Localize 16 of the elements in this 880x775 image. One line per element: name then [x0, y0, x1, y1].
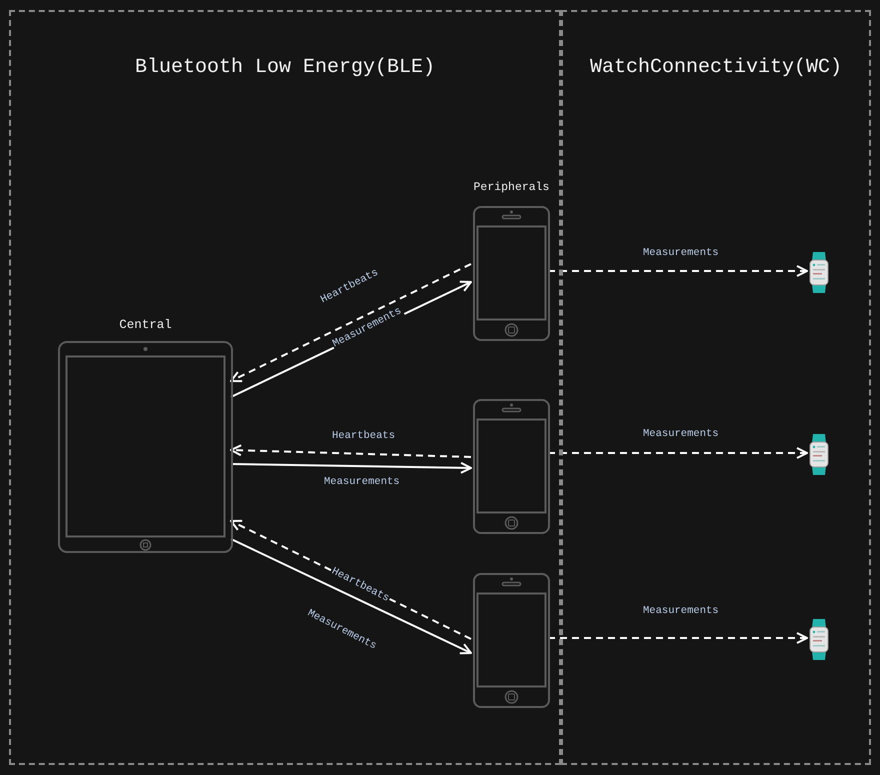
device-label: Central: [118, 317, 173, 333]
region-title: Bluetooth Low Energy(BLE): [134, 56, 436, 79]
arrow: [230, 263, 472, 382]
arrow: [230, 444, 472, 458]
region-title: WatchConnectivity(WC): [588, 56, 844, 79]
phone-drawing: [473, 573, 550, 708]
arrow: [548, 632, 808, 644]
smartwatch-icon: [809, 434, 829, 475]
arrow: [230, 462, 472, 474]
arrow: [230, 538, 472, 654]
arrow: [548, 447, 808, 459]
arrow: [548, 265, 808, 277]
device-label: Peripherals: [473, 180, 550, 196]
smartwatch-icon: [809, 252, 829, 293]
phone-drawing: [473, 399, 550, 534]
smartwatch-icon: [809, 619, 829, 660]
